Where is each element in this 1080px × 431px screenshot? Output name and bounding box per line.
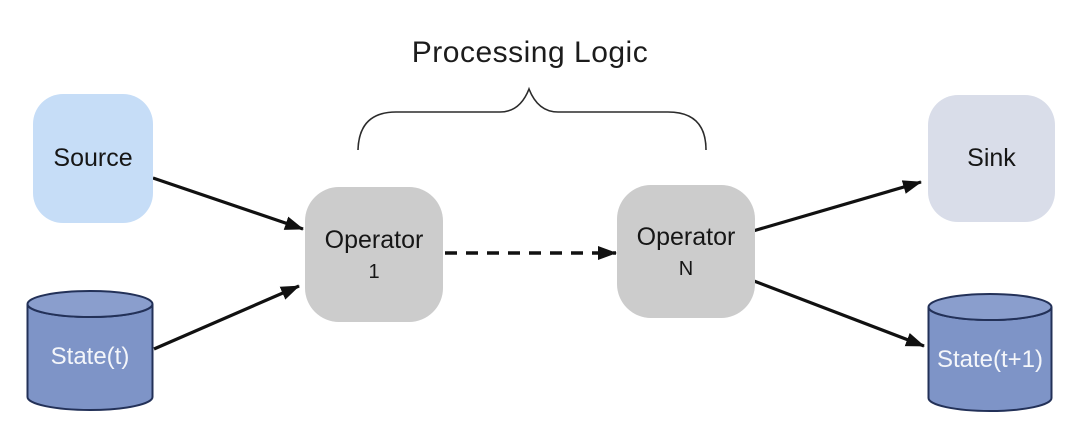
edge-source-to-operator-1 <box>152 176 304 231</box>
database-cylinder-icon <box>927 293 1053 412</box>
operator-n-label: Operator <box>636 223 736 251</box>
source-node: Source <box>33 94 153 223</box>
database-cylinder-icon <box>26 290 154 411</box>
operator-1-node: Operator 1 <box>305 187 443 322</box>
processing-logic-brace <box>357 86 707 151</box>
operator-1-label: Operator <box>324 226 424 254</box>
edge-operator-n-to-sink <box>752 180 922 233</box>
operator-n-node: Operator N <box>617 185 755 318</box>
state-t-plus-1-label: State(t+1) <box>936 346 1044 373</box>
state-t-store: State(t) <box>26 290 154 411</box>
state-t-label: State(t) <box>50 343 130 370</box>
edge-state-t-to-operator-1 <box>153 284 300 351</box>
state-t-plus-1-store: State(t+1) <box>927 293 1053 412</box>
cylinder-top <box>26 290 154 318</box>
operator-n-index: N <box>678 258 694 280</box>
sink-node: Sink <box>928 95 1055 222</box>
source-label: Source <box>53 144 133 172</box>
cylinder-top <box>927 293 1053 321</box>
operator-1-index: 1 <box>368 261 380 283</box>
diagram-title: Processing Logic <box>411 36 649 69</box>
edge-operator-n-to-state-t-plus-1 <box>753 279 925 348</box>
sink-label: Sink <box>967 144 1016 172</box>
